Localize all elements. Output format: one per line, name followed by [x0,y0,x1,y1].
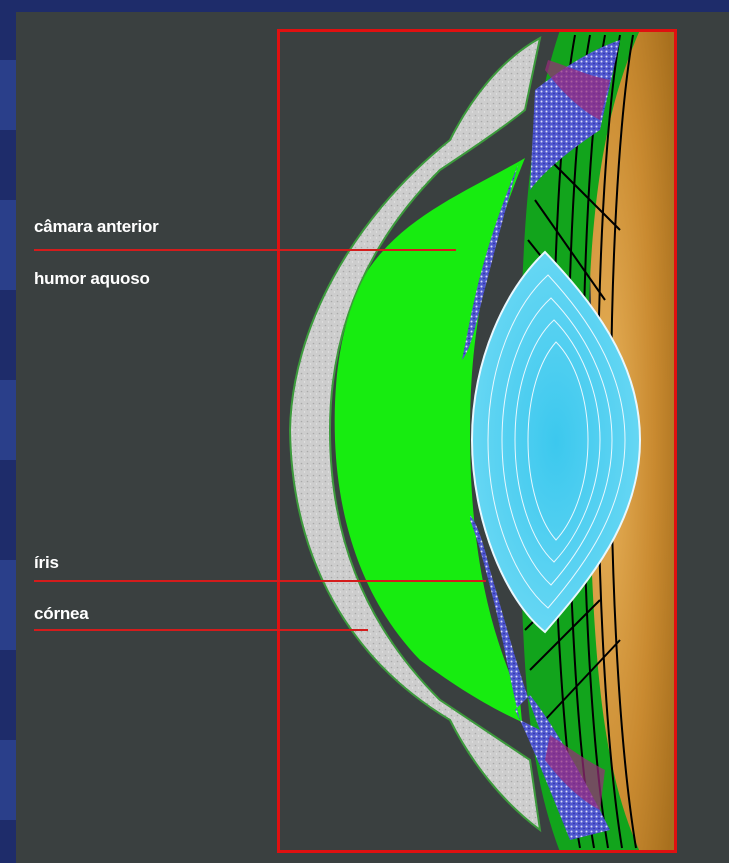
label-iris: íris [34,553,59,573]
leader-line-cornea [34,629,368,631]
label-camara-anterior: câmara anterior [34,217,159,237]
label-cornea: córnea [34,604,89,624]
leader-line-camara-anterior [34,249,456,251]
leader-line-iris [34,580,486,582]
label-humor-aquoso: humor aquoso [34,269,150,289]
